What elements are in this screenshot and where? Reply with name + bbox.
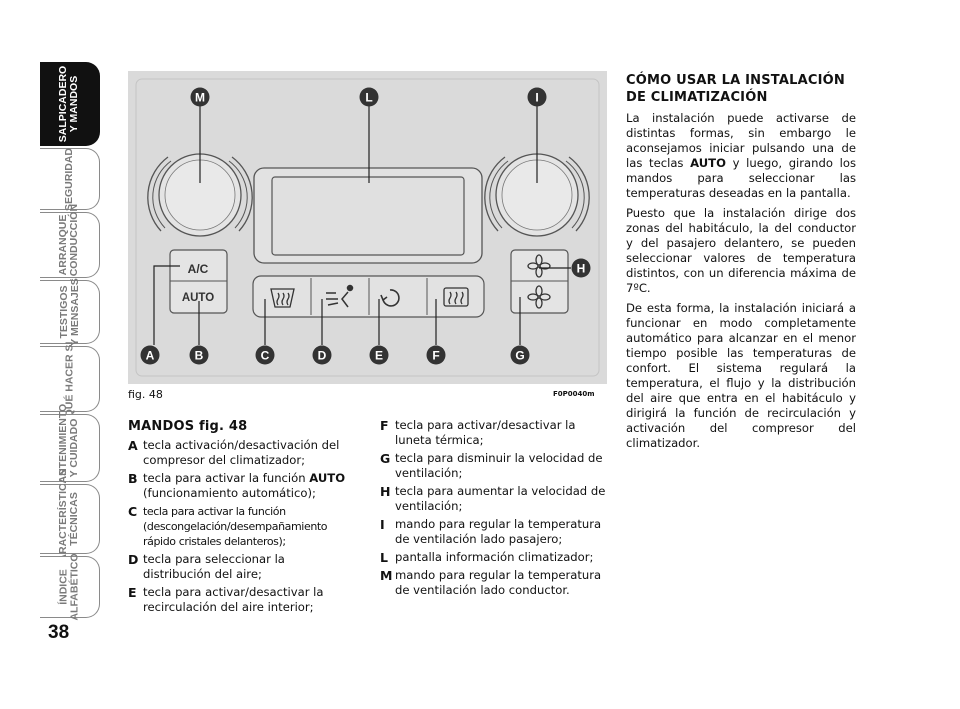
fan-up-icon (527, 254, 551, 278)
fan-button-block (510, 249, 569, 314)
usage-paragraph-1: La instalación puede activarse de distin… (626, 111, 856, 200)
panel-outline (135, 78, 600, 377)
ac-auto-button-block: A/C AUTO (169, 249, 228, 314)
tab-que-hacer[interactable]: QUÉ HACER SI (40, 341, 100, 417)
svg-text:G: G (515, 349, 524, 363)
svg-text:B: B (195, 349, 204, 363)
svg-text:E: E (375, 349, 383, 363)
svg-text:F: F (432, 349, 439, 363)
usage-paragraph-3: De esta forma, la instalación iniciará a… (626, 301, 856, 450)
auto-button-label: AUTO (182, 292, 214, 304)
climate-display (253, 167, 483, 264)
rear-defrost-icon (443, 287, 469, 307)
svg-text:I: I (535, 91, 538, 105)
climate-panel-figure: A/C AUTO (128, 71, 607, 384)
svg-text:A: A (146, 349, 155, 363)
tab-arranque[interactable]: ARRANQUE Y CONDUCCIÓN (40, 204, 100, 286)
callout-M: M (190, 87, 210, 107)
svg-text:D: D (318, 349, 327, 363)
function-button-row (252, 275, 485, 318)
tab-mantenimiento[interactable]: MANTENIMIENTO Y CUIDADO (40, 404, 100, 492)
callout-E: E (369, 345, 389, 365)
callout-D: D (312, 345, 332, 365)
callout-L: L (359, 87, 379, 107)
usage-heading: CÓMO USAR LA INSTALACIÓN DE CLIMATIZACIÓ… (626, 73, 845, 105)
page-number: 38 (48, 622, 70, 643)
figure-caption: fig. 48 (128, 388, 163, 401)
climate-panel-drawing: A/C AUTO (135, 78, 600, 377)
tab-salpicadero[interactable]: SALPICADERO Y MANDOS (40, 62, 100, 146)
figure-code: F0P0040m (553, 390, 595, 398)
windshield-defrost-icon (270, 288, 295, 308)
callout-F: F (426, 345, 446, 365)
svg-text:M: M (195, 91, 205, 105)
svg-text:H: H (577, 262, 586, 276)
leader-lines (153, 105, 571, 345)
callout-C: C (255, 345, 275, 365)
callout-I: I (527, 87, 547, 107)
tab-indice[interactable]: ÍNDICE ALFABÉTICO (40, 553, 100, 621)
callout-H: H (571, 258, 591, 278)
callout-A: A (140, 345, 160, 365)
ac-button-label: A/C (188, 262, 209, 276)
fan-down-icon (527, 285, 551, 309)
tab-testigos[interactable]: TESTIGOS Y MENSAJES (40, 278, 100, 346)
air-distribution-icon (326, 284, 354, 308)
svg-text:C: C (261, 349, 270, 363)
passenger-temp-knob (484, 153, 590, 237)
controls-heading: MANDOS fig. 48 (128, 419, 248, 434)
usage-section: CÓMO USAR LA INSTALACIÓN DE CLIMATIZACIÓ… (626, 72, 856, 451)
tab-caracteristicas[interactable]: CARACTERÍSTICAS TÉCNICAS (40, 469, 100, 569)
tab-seguridad[interactable]: SEGURIDAD (40, 147, 100, 211)
recirculation-icon (380, 289, 400, 307)
usage-paragraph-2: Puesto que la instalación dirige dos zon… (626, 206, 856, 295)
callout-B: B (189, 345, 209, 365)
svg-text:L: L (365, 91, 372, 105)
callout-G: G (510, 345, 530, 365)
